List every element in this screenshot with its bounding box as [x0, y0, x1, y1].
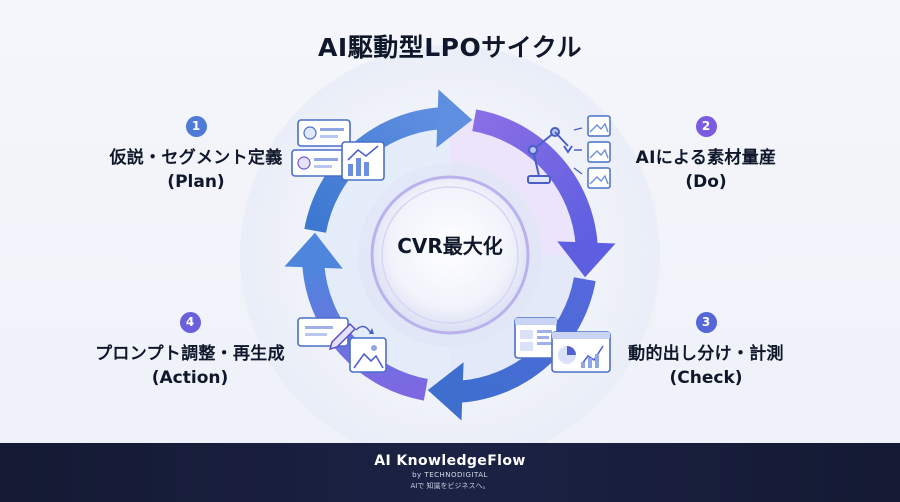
footer-byline: by TECHNODIGITAL — [412, 471, 488, 479]
step-phase: (Plan) — [167, 172, 225, 192]
cycle-arrow-head — [427, 362, 464, 421]
step-label: AIによる素材量産 — [635, 148, 777, 168]
step-number-badge: 4 — [179, 312, 201, 333]
document-edit-icon — [297, 317, 357, 351]
step-action: 4 プロンプト調整・再生成 (Action) — [60, 311, 320, 388]
step-phase: (Do) — [685, 172, 727, 192]
chart-icon — [341, 141, 385, 181]
footer-bar: AI KnowledgeFlow by TECHNODIGITAL AIで 知識… — [0, 443, 900, 502]
step-label: 動的出し分け・計測 — [628, 344, 784, 364]
step-number-badge: 3 — [695, 312, 717, 333]
cycle-arrow-do-to-check — [472, 109, 598, 247]
cycle-arrow-head — [557, 241, 616, 278]
image-stack-icon — [573, 115, 611, 189]
step-number-badge: 1 — [185, 116, 207, 137]
profile-cards-icon — [291, 119, 351, 177]
cycle-arrow-head — [436, 89, 473, 148]
center-goal-label: CVR最大化 — [397, 234, 503, 258]
image-icon — [349, 325, 387, 373]
step-plan: 1 仮説・セグメント定義 (Plan) — [66, 115, 326, 192]
footer-tagline: AIで 知識をビジネスへ。 — [410, 482, 490, 490]
page-title: AI駆動型LPOサイクル — [318, 33, 582, 62]
step-do: 2 AIによる素材量産 (Do) — [576, 115, 836, 192]
step-phase: (Action) — [151, 368, 229, 388]
cycle-arrow-action-to-plan — [302, 263, 428, 401]
cycle-arrow-head — [284, 232, 343, 269]
footer-brand: AI KnowledgeFlow — [374, 453, 526, 469]
dashboard-icon — [514, 317, 558, 359]
step-number-badge: 2 — [695, 116, 717, 137]
cycle-diagram — [240, 45, 660, 443]
step-label: プロンプト調整・再生成 — [95, 344, 285, 364]
step-phase: (Check) — [669, 368, 743, 388]
analytics-icon — [551, 331, 611, 373]
robot-arm-icon — [527, 127, 573, 184]
center-circle — [370, 175, 530, 335]
step-label: 仮説・セグメント定義 — [109, 148, 283, 168]
step-check: 3 動的出し分け・計測 (Check) — [576, 311, 836, 388]
